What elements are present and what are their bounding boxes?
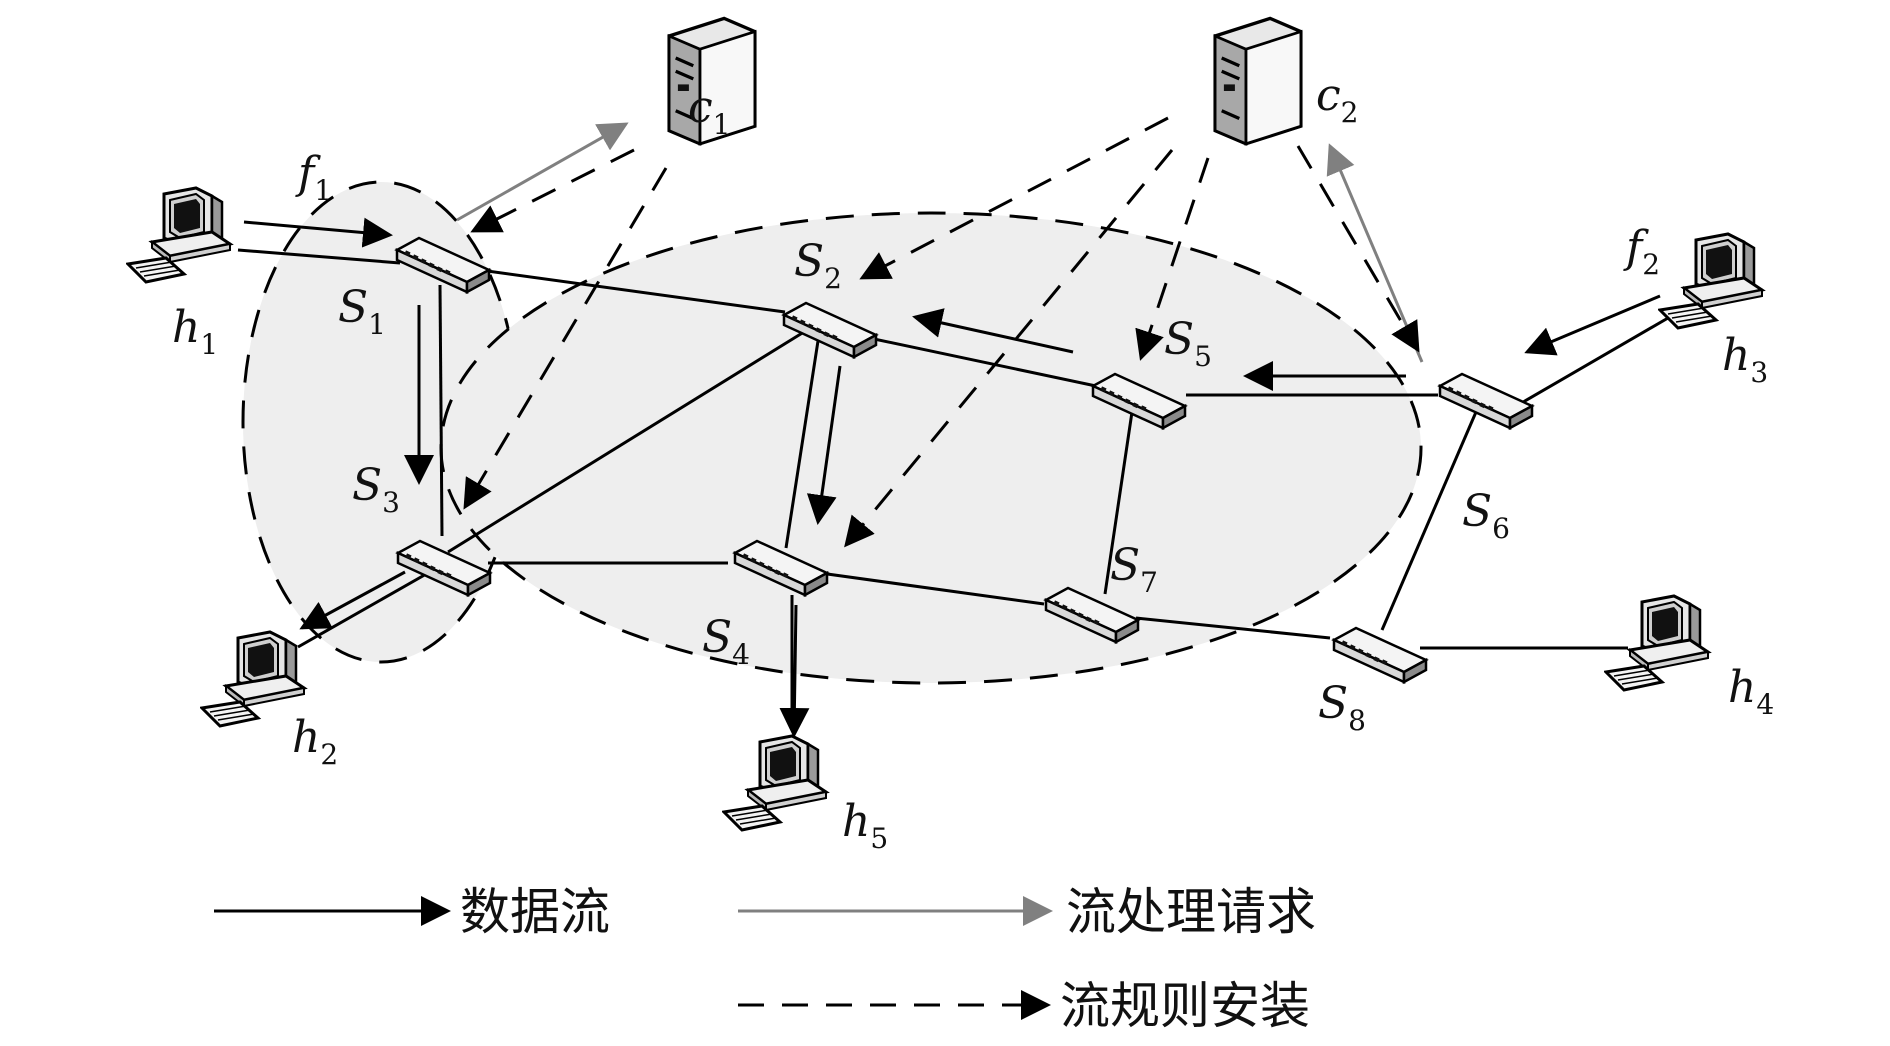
- host-h1-label: h1: [172, 302, 218, 361]
- switch-s6-label: S6: [1462, 486, 1510, 545]
- switch-s2-label: S2: [794, 236, 842, 295]
- switch-s4-label: S4: [702, 612, 750, 671]
- data-arrow-s4-to-h5: [779, 604, 810, 738]
- link-s2-s4: [784, 327, 822, 549]
- host-h3-computer-icon: [1658, 232, 1764, 330]
- install-arrow-c2-to-s5: [1135, 157, 1210, 361]
- switch-s1-label: S1: [338, 282, 386, 341]
- controller-c2-label: c2: [1316, 70, 1358, 129]
- data-arrow-s2-to-s4: [806, 365, 842, 525]
- legend-install-label: 流规则安装: [1060, 977, 1310, 1035]
- links: [237, 248, 1669, 720]
- switch-s6-icon: [1438, 372, 1534, 430]
- switch-s3-label: S3: [352, 460, 400, 519]
- data-arrow-f1-to-s1: [243, 217, 393, 248]
- flow-f1-label: f1: [295, 148, 332, 207]
- data-arrow-f2-to-s6: [1524, 294, 1661, 356]
- install-arrow-c1-to-s1: [470, 148, 635, 233]
- request-arrow-s1-to-c1: [456, 122, 629, 222]
- switch-s7-label: S7: [1110, 540, 1158, 599]
- link-h1-s1: [237, 248, 401, 265]
- data-arrow-s5-to-s2: [912, 308, 1074, 354]
- host-h3-label: h3: [1722, 330, 1768, 389]
- link-s7-s8: [1135, 616, 1331, 640]
- host-h5-label: h5: [842, 796, 888, 855]
- switch-s5-label: S5: [1164, 314, 1212, 373]
- switch-s8-label: S8: [1318, 678, 1366, 737]
- link-s3-s2: [447, 325, 813, 554]
- link-s2-s5: [859, 334, 1097, 388]
- legend: 数据流 流处理请求 流规则安装: [214, 883, 1316, 1035]
- link-s1-s2: [479, 268, 786, 314]
- link-s6-s8: [1380, 411, 1478, 631]
- legend-request-label: 流处理请求: [1066, 883, 1316, 941]
- link-s1-s3: [438, 284, 444, 537]
- link-s3-h2: [297, 571, 429, 649]
- data-flow-arrows: [243, 217, 1661, 738]
- flow-f2-label: f2: [1623, 222, 1660, 281]
- host-h2-label: h2: [292, 712, 338, 771]
- link-s5-s7: [1103, 411, 1134, 595]
- data-arrow-s3-to-h2: [299, 570, 406, 630]
- controller-c2-server-icon: [1213, 16, 1303, 146]
- install-arrow-c1-to-s3: [463, 167, 668, 510]
- link-s6-h3: [1517, 316, 1669, 407]
- host-h4-label: h4: [1728, 662, 1774, 721]
- switch-s8-icon: [1332, 626, 1428, 684]
- host-h4-computer-icon: [1604, 594, 1710, 692]
- host-h1-computer-icon: [126, 186, 232, 284]
- host-h5-computer-icon: [722, 734, 828, 832]
- install-arrow-c2-to-s6: [1296, 145, 1420, 353]
- legend-data-flow-label: 数据流: [460, 883, 610, 941]
- install-arrows: [463, 116, 1420, 548]
- install-arrow-c2-to-s2: [859, 116, 1169, 280]
- link-s4-s7: [819, 571, 1045, 606]
- controller-c1-label: c1: [688, 82, 730, 141]
- host-h2-computer-icon: [200, 630, 306, 728]
